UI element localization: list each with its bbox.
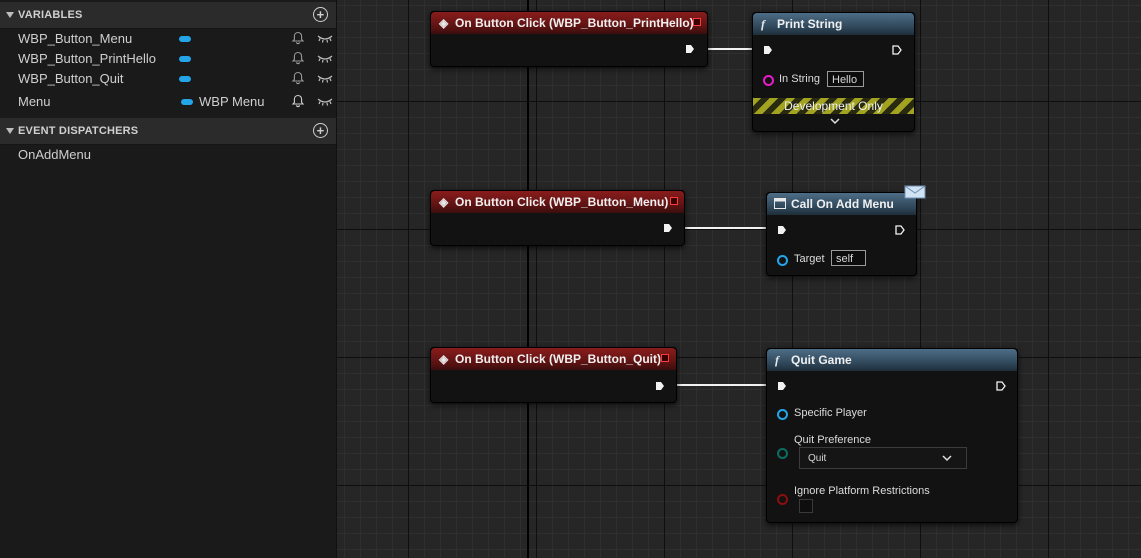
event-diamond-icon: ◈: [439, 16, 449, 30]
target-value: self: [831, 250, 866, 266]
event-dispatcher-name: OnAddMenu: [18, 147, 91, 162]
quit-preference-selected: Quit: [808, 453, 827, 464]
variables-section-header[interactable]: VARIABLES +: [0, 2, 336, 29]
node-title: On Button Click (WBP_Button_Menu): [455, 195, 669, 209]
specific-player-label: Specific Player: [794, 407, 867, 419]
print-string-node[interactable]: f Print String In String Hello Developme…: [752, 12, 915, 132]
chevron-down-icon: [942, 455, 952, 462]
visibility-eye-icon[interactable]: [317, 33, 333, 45]
target-label: Target: [794, 253, 825, 265]
my-blueprint-panel: VARIABLES + WBP_Button_Menu WBP_Button_P…: [0, 0, 337, 558]
blueprint-graph-canvas[interactable]: ◈ On Button Click (WBP_Button_PrintHello…: [337, 0, 1141, 558]
exec-input-pin[interactable]: [763, 45, 773, 55]
variable-name: WBP_Button_PrintHello: [18, 51, 157, 66]
node-title: Quit Game: [791, 353, 852, 367]
add-event-dispatcher-button[interactable]: +: [313, 123, 328, 138]
in-string-input[interactable]: Hello: [827, 71, 864, 87]
variable-type-pill-icon: [181, 99, 193, 105]
ignore-restrictions-label: Ignore Platform Restrictions: [794, 485, 930, 497]
quit-preference-input-pin[interactable]: [777, 448, 788, 459]
variable-name: Menu: [18, 94, 51, 109]
event-diamond-icon: ◈: [439, 352, 449, 366]
variable-type-pill-icon: [179, 36, 191, 42]
delegate-output-pin[interactable]: [661, 354, 669, 362]
visibility-eye-icon[interactable]: [317, 96, 333, 108]
node-header: Call On Add Menu: [767, 193, 916, 215]
event-diamond-icon: ◈: [439, 195, 449, 209]
graph-origin-axis: [527, 0, 529, 558]
dispatcher-call-icon: [774, 198, 786, 209]
visibility-eye-icon[interactable]: [317, 53, 333, 65]
exec-output-pin[interactable]: [892, 45, 902, 55]
event-dispatchers-section-header[interactable]: EVENT DISPATCHERS +: [0, 118, 336, 145]
collapse-arrow-icon[interactable]: [6, 128, 14, 134]
expand-chevron-down-icon[interactable]: [830, 117, 840, 125]
function-icon: f: [761, 17, 765, 31]
add-variable-button[interactable]: +: [313, 7, 328, 22]
exec-input-pin[interactable]: [777, 225, 787, 235]
visibility-eye-icon[interactable]: [317, 73, 333, 85]
exec-output-pin[interactable]: [655, 381, 665, 391]
node-header: ◈ On Button Click (WBP_Button_PrintHello…: [431, 12, 707, 34]
specific-player-input-pin[interactable]: [777, 409, 788, 420]
development-only-label: Development Only: [784, 99, 883, 113]
replication-bell-icon[interactable]: [291, 31, 305, 45]
exec-output-pin[interactable]: [996, 381, 1006, 391]
collapse-arrow-icon[interactable]: [6, 12, 14, 18]
node-header: f Quit Game: [767, 349, 1017, 371]
replication-bell-icon[interactable]: [291, 71, 305, 85]
quit-game-node[interactable]: f Quit Game Specific Player Quit Prefere…: [766, 348, 1018, 523]
envelope-icon: [904, 185, 926, 199]
event-dispatchers-section-title: EVENT DISPATCHERS: [18, 125, 139, 137]
delegate-output-pin[interactable]: [670, 197, 678, 205]
node-title: On Button Click (WBP_Button_Quit): [455, 352, 661, 366]
node-header: ◈ On Button Click (WBP_Button_Menu): [431, 191, 684, 213]
variables-section-title: VARIABLES: [18, 9, 83, 21]
variable-row[interactable]: WBP_Button_PrintHello: [0, 49, 336, 69]
event-node-print-hello[interactable]: ◈ On Button Click (WBP_Button_PrintHello…: [430, 11, 708, 67]
variable-row[interactable]: WBP_Button_Quit: [0, 69, 336, 89]
variable-row[interactable]: Menu WBP Menu: [0, 92, 336, 112]
node-header: f Print String: [753, 13, 914, 35]
delegate-output-pin[interactable]: [693, 18, 701, 26]
exec-wire: [695, 48, 757, 50]
exec-wire: [673, 227, 772, 229]
function-icon: f: [775, 353, 779, 367]
quit-preference-dropdown[interactable]: Quit: [799, 447, 967, 469]
variable-name: WBP_Button_Menu: [18, 31, 133, 46]
node-title: On Button Click (WBP_Button_PrintHello): [455, 16, 694, 30]
quit-preference-label: Quit Preference: [794, 434, 872, 446]
ignore-restrictions-checkbox[interactable]: [799, 499, 813, 513]
exec-output-pin[interactable]: [663, 223, 673, 233]
string-input-pin[interactable]: [763, 75, 774, 86]
variable-type-pill-icon: [179, 76, 191, 82]
variable-type-label: WBP Menu: [199, 94, 265, 109]
call-on-add-menu-node[interactable]: Call On Add Menu Target self: [766, 192, 917, 276]
event-node-menu[interactable]: ◈ On Button Click (WBP_Button_Menu): [430, 190, 685, 246]
replication-bell-icon[interactable]: [291, 51, 305, 65]
node-title: Call On Add Menu: [791, 197, 894, 211]
exec-output-pin[interactable]: [685, 44, 695, 54]
node-title: Print String: [777, 17, 843, 31]
ignore-restrictions-input-pin[interactable]: [777, 494, 788, 505]
event-dispatcher-row[interactable]: OnAddMenu: [0, 145, 336, 165]
target-input-pin[interactable]: [777, 255, 788, 266]
event-node-quit[interactable]: ◈ On Button Click (WBP_Button_Quit): [430, 347, 677, 403]
node-header: ◈ On Button Click (WBP_Button_Quit): [431, 348, 676, 370]
in-string-label: In String: [779, 73, 820, 85]
variable-type-pill-icon: [179, 56, 191, 62]
variable-name: WBP_Button_Quit: [18, 71, 124, 86]
variable-row[interactable]: WBP_Button_Menu: [0, 29, 336, 49]
exec-input-pin[interactable]: [777, 381, 787, 391]
exec-wire: [664, 384, 772, 386]
development-only-stripe: [753, 98, 914, 114]
replication-bell-icon[interactable]: [291, 94, 305, 108]
exec-output-pin[interactable]: [895, 225, 905, 235]
